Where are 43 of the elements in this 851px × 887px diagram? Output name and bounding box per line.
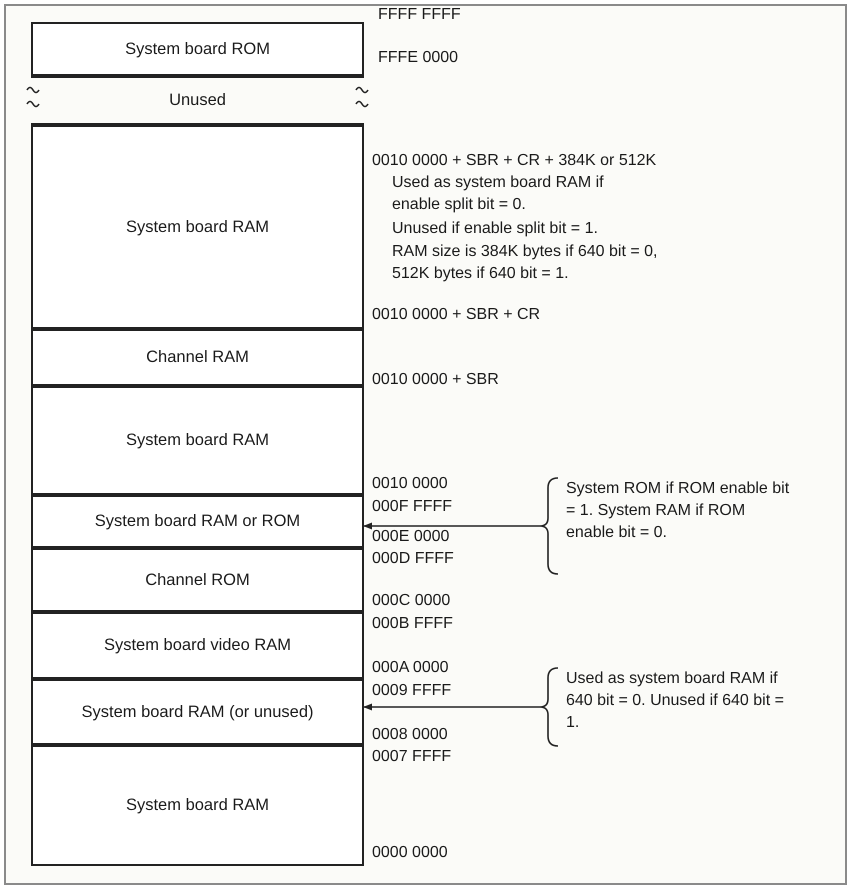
address-label: 000F FFFF xyxy=(372,497,452,517)
block-label: Unused xyxy=(169,91,226,110)
address-label: 0010 0000 + SBR + CR xyxy=(372,305,540,325)
block-label: System board RAM xyxy=(126,431,270,450)
memory-block xyxy=(31,745,364,866)
address-label: 0010 0000 xyxy=(372,474,448,494)
memory-block xyxy=(31,386,364,495)
block-label: System board RAM or ROM xyxy=(94,512,300,531)
address-label: FFFF FFFF xyxy=(378,5,461,25)
address-label: 0000 0000 xyxy=(372,843,448,863)
block-label: System board video RAM xyxy=(104,636,292,655)
address-label: 0010 0000 + SBR xyxy=(372,370,499,390)
address-label: 0010 0000 + SBR + CR + 384K or 512K xyxy=(372,151,656,171)
memory-block xyxy=(31,329,364,386)
block-label: System board ROM xyxy=(125,40,270,58)
block-label: Channel RAM xyxy=(146,348,249,367)
memory-block xyxy=(31,679,364,745)
address-label: 000B FFFF xyxy=(372,614,453,634)
brace-note xyxy=(540,476,790,576)
address-label: 000A 0000 xyxy=(372,658,449,678)
address-label: 0007 FFFF xyxy=(372,747,452,767)
note-text: RAM size is 384K bytes if 640 bit = 0, 512K bytes if 640 bit = 1. xyxy=(392,242,658,284)
arrow xyxy=(363,703,540,711)
block-label: Channel ROM xyxy=(145,570,250,590)
note-text: Unused if enable split bit = 1. xyxy=(392,219,598,239)
address-label: 0008 0000 xyxy=(372,725,448,745)
block-label: System board RAM xyxy=(126,796,270,815)
note-text: System ROM if ROM enable bit = 1. System RAM if ROM enable bit = 0. xyxy=(566,479,790,543)
block-label: System board RAM xyxy=(126,218,270,236)
arrow xyxy=(363,522,540,530)
memory-block xyxy=(31,548,364,612)
address-label: 000D FFFF xyxy=(372,549,454,569)
note-text: Used as system board RAM if 640 bit = 0. Unused if 640 bit = 1. xyxy=(566,669,785,733)
memory-block xyxy=(31,22,364,76)
memory-block xyxy=(31,125,364,329)
address-label: 0009 FFFF xyxy=(372,681,452,701)
note-text: Used as system board RAM if enable split bit = 0. xyxy=(392,173,605,215)
address-label: 000C 0000 xyxy=(372,591,450,611)
memory-block xyxy=(31,612,364,679)
block-label: System board RAM (or unused) xyxy=(81,702,314,722)
memory-block xyxy=(31,495,364,548)
address-label: FFFE 0000 xyxy=(378,48,458,68)
address-label: 000E 0000 xyxy=(372,527,450,547)
